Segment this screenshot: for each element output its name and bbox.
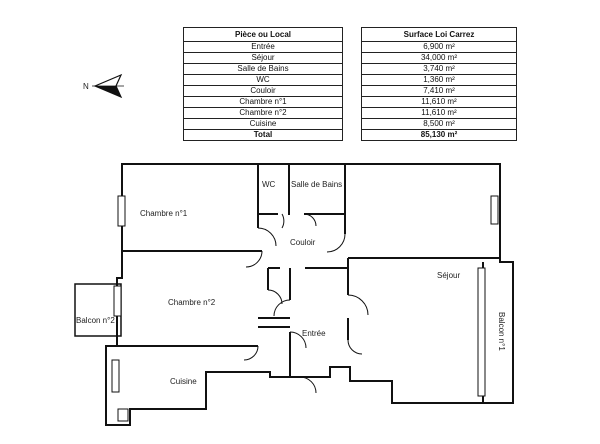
total-area: 85,130 m² bbox=[361, 129, 517, 141]
room-label-entree: Entrée bbox=[302, 329, 326, 338]
north-arrow-icon bbox=[92, 73, 124, 99]
area-table: Surface Loi Carrez 6,900 m² 34,000 m² 3,… bbox=[361, 27, 517, 141]
room-label-couloir: Couloir bbox=[290, 238, 316, 247]
door-swing bbox=[257, 227, 277, 247]
door-swing bbox=[347, 339, 363, 355]
compass-label: N bbox=[83, 82, 89, 91]
door-swing bbox=[347, 294, 369, 316]
door-swing bbox=[303, 213, 317, 227]
room-label-balcon2: Balcon n°2 bbox=[76, 316, 115, 325]
duct bbox=[117, 408, 129, 422]
door-swing bbox=[281, 213, 285, 229]
room-label-sejour: Séjour bbox=[437, 271, 460, 280]
door-swing bbox=[289, 331, 307, 349]
room-label-wc: WC bbox=[262, 180, 276, 189]
door-swing bbox=[326, 233, 346, 253]
room-label-balcon1: Balcon n°1 bbox=[497, 312, 506, 351]
room-label-cuisine: Cuisine bbox=[170, 377, 197, 386]
door-swing bbox=[273, 299, 291, 317]
window bbox=[111, 359, 120, 393]
room-label-chambre2: Chambre n°2 bbox=[168, 298, 216, 307]
room-label-chambre1: Chambre n°1 bbox=[140, 209, 188, 218]
window bbox=[113, 285, 122, 317]
window bbox=[477, 267, 486, 397]
door-swing bbox=[245, 250, 263, 268]
door-swing bbox=[299, 376, 317, 394]
room-label-sdb: Salle de Bains bbox=[291, 180, 342, 189]
door-swing bbox=[267, 289, 283, 305]
window bbox=[117, 195, 126, 227]
room-table: Pièce ou Local Entrée Séjour Salle de Ba… bbox=[183, 27, 343, 141]
total-label: Total bbox=[183, 129, 343, 141]
window bbox=[490, 195, 499, 225]
door-swing bbox=[243, 345, 259, 361]
outer-wall bbox=[105, 163, 514, 426]
